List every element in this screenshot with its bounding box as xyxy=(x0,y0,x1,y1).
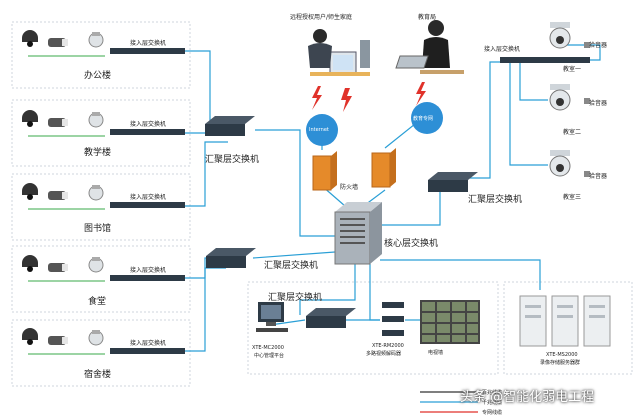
firewall-label: 防火墙 xyxy=(340,184,359,191)
storage-servers xyxy=(519,295,611,347)
access-switch-label: 接入层交换机 xyxy=(130,340,167,347)
aggregation-label-left-top: 汇聚层交换机 xyxy=(205,155,260,165)
remote-user-figure xyxy=(308,29,370,76)
platform-model: XTE-MC2000 xyxy=(252,345,284,351)
classroom-cameras xyxy=(549,22,571,177)
edu-net-label: 教育专网 xyxy=(413,116,434,122)
building-cameras xyxy=(22,30,104,346)
watermark: 头条 @智能化弱电工程 xyxy=(460,390,595,405)
building-access-switches xyxy=(110,48,185,354)
aggregation-label-left-bottom: 汇聚层交换机 xyxy=(264,261,319,271)
pickup-label: 拾音器 xyxy=(589,100,608,107)
classroom-label-2: 教室二 xyxy=(563,129,582,136)
access-switch-label: 接入层交换机 xyxy=(130,194,167,201)
decoder-model: XTE-RM2000 xyxy=(372,343,404,349)
internet-label: Internet xyxy=(309,127,329,133)
legend-private: 专网线缆 xyxy=(482,410,503,416)
center-computer xyxy=(256,302,288,332)
access-switch-label: 接入层交换机 xyxy=(130,121,167,128)
pickup-label: 拾音器 xyxy=(589,42,608,49)
right-access-switch xyxy=(500,57,590,63)
platform-name: 中心管理平台 xyxy=(254,353,285,359)
building-label-dorm: 宿舍楼 xyxy=(84,370,112,380)
pickup-mics xyxy=(584,42,590,177)
storage-model: XTE-MS2000 xyxy=(546,352,578,358)
access-switch-label: 接入层交换机 xyxy=(130,40,167,47)
legend-lines xyxy=(420,391,478,413)
building-label-library: 图书馆 xyxy=(84,224,112,234)
classroom-label-1: 教室一 xyxy=(563,66,582,73)
decoder-units xyxy=(382,302,404,336)
aggregation-switches xyxy=(205,116,478,328)
remote-user-label: 远程授权用户/师生家庭 xyxy=(290,14,353,21)
legend-100m: 百兆线缆 xyxy=(482,390,503,396)
core-switch-device xyxy=(334,202,382,265)
tv-wall-label: 电视墙 xyxy=(428,350,444,356)
firewall-blocks xyxy=(312,148,396,191)
classroom-label-3: 教室三 xyxy=(563,194,582,201)
network-bubbles xyxy=(306,102,443,146)
pickup-label: 拾音器 xyxy=(589,173,608,180)
gigabit-lines xyxy=(28,55,105,355)
building-label-canteen: 食堂 xyxy=(88,297,107,307)
aggregation-label-center: 汇聚层交换机 xyxy=(268,293,323,303)
legend-1000m: 千兆线缆 xyxy=(482,400,503,406)
storage-name: 录像存储服务器群 xyxy=(540,360,581,366)
education-bureau-label: 教育局 xyxy=(418,14,437,21)
education-bureau-figure xyxy=(395,20,464,74)
building-label-teaching: 教学楼 xyxy=(84,148,112,158)
access-switch-label: 接入层交换机 xyxy=(130,267,167,274)
tv-wall xyxy=(420,300,480,344)
building-label-office: 办公楼 xyxy=(84,71,112,81)
decoder-name: 多路视频解码器 xyxy=(366,351,402,357)
aggregation-label-right: 汇聚层交换机 xyxy=(468,195,523,205)
link-lightning xyxy=(312,82,426,112)
core-switch-label: 核心层交换机 xyxy=(384,239,439,249)
right-access-switch-label: 接入层交换机 xyxy=(484,46,521,53)
